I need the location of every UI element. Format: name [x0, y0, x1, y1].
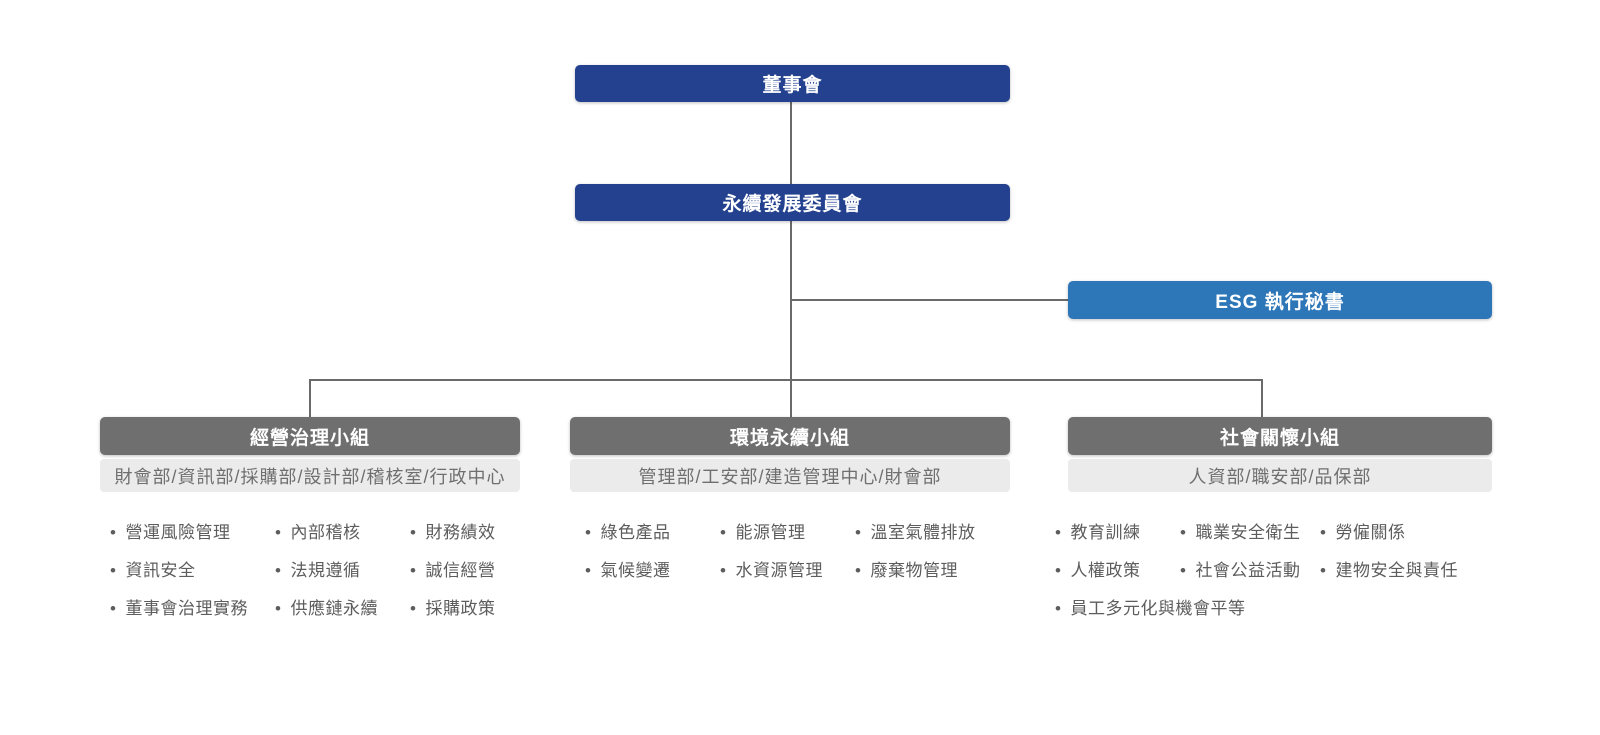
group-environment-title: 環境永續小組: [729, 427, 850, 449]
group-environment-departments-text: 管理部/工安部/建造管理中心/財會部: [638, 466, 942, 487]
group-governance-departments: 財會部/資訊部/採購部/設計部/稽核室/行政中心: [100, 459, 520, 492]
list-item: 教育訓練: [1055, 521, 1180, 545]
esg-secretary-label: ESG 執行秘書: [1215, 291, 1345, 313]
group-environment-topics: 綠色產品 氣候變遷 能源管理 水資源管理 溫室氣體排放 廢棄物管理: [585, 521, 975, 583]
group-social-title: 社會關懷小組: [1219, 427, 1340, 449]
group-governance-header: 經營治理小組: [100, 417, 520, 455]
connector-committee-to-groups: [790, 221, 792, 417]
list-item: 勞僱關係: [1320, 521, 1458, 545]
topics-column: 職業安全衛生 社會公益活動: [1180, 521, 1320, 621]
topics-column: 能源管理 水資源管理: [720, 521, 855, 583]
group-governance-departments-text: 財會部/資訊部/採購部/設計部/稽核室/行政中心: [114, 466, 506, 487]
group-governance-title: 經營治理小組: [249, 427, 370, 449]
group-environment-header: 環境永續小組: [570, 417, 1010, 455]
list-item: 綠色產品: [585, 521, 720, 545]
group-social-topics: 教育訓練 人權政策 員工多元化與機會平等 職業安全衛生 社會公益活動 勞僱關係 …: [1055, 521, 1458, 621]
connector-stub-governance: [309, 379, 311, 417]
board-box: 董事會: [575, 65, 1010, 102]
list-item: 員工多元化與機會平等: [1055, 597, 1245, 621]
list-item: 人權政策: [1055, 559, 1180, 583]
connector-esg-branch: [791, 299, 1068, 301]
list-item: 誠信經營: [410, 559, 495, 583]
list-item: 營運風險管理: [110, 521, 275, 545]
list-item: 董事會治理實務: [110, 597, 275, 621]
list-item: 水資源管理: [720, 559, 855, 583]
committee-box: 永續發展委員會: [575, 184, 1010, 221]
list-item: 能源管理: [720, 521, 855, 545]
list-item: 職業安全衛生: [1180, 521, 1320, 545]
topics-column: 溫室氣體排放 廢棄物管理: [855, 521, 975, 583]
list-item: 氣候變遷: [585, 559, 720, 583]
list-item: 採購政策: [410, 597, 495, 621]
list-item: 財務績效: [410, 521, 495, 545]
topics-column: 綠色產品 氣候變遷: [585, 521, 720, 583]
topics-column: 內部稽核 法規遵循 供應鏈永續: [275, 521, 410, 621]
list-item: 內部稽核: [275, 521, 410, 545]
connector-board-to-committee: [790, 102, 792, 184]
topics-column: 營運風險管理 資訊安全 董事會治理實務: [110, 521, 275, 621]
esg-secretary-box: ESG 執行秘書: [1068, 281, 1492, 319]
connector-distribution: [309, 379, 1263, 381]
list-item: 供應鏈永續: [275, 597, 410, 621]
list-item: 社會公益活動: [1180, 559, 1320, 583]
topics-column: 勞僱關係 建物安全與責任: [1320, 521, 1458, 621]
group-social-departments: 人資部/職安部/品保部: [1068, 459, 1492, 492]
connector-stub-social: [1261, 379, 1263, 417]
group-governance-topics: 營運風險管理 資訊安全 董事會治理實務 內部稽核 法規遵循 供應鏈永續 財務績效…: [110, 521, 495, 621]
group-social-departments-text: 人資部/職安部/品保部: [1188, 466, 1372, 487]
list-item: 法規遵循: [275, 559, 410, 583]
list-item: 建物安全與責任: [1320, 559, 1458, 583]
board-label: 董事會: [762, 75, 823, 96]
list-item: 廢棄物管理: [855, 559, 975, 583]
list-item: 溫室氣體排放: [855, 521, 975, 545]
group-environment-departments: 管理部/工安部/建造管理中心/財會部: [570, 459, 1010, 492]
topics-column: 財務績效 誠信經營 採購政策: [410, 521, 495, 621]
committee-label: 永續發展委員會: [722, 194, 863, 215]
group-social-header: 社會關懷小組: [1068, 417, 1492, 455]
topics-column: 教育訓練 人權政策 員工多元化與機會平等: [1055, 521, 1245, 621]
list-item: 資訊安全: [110, 559, 275, 583]
